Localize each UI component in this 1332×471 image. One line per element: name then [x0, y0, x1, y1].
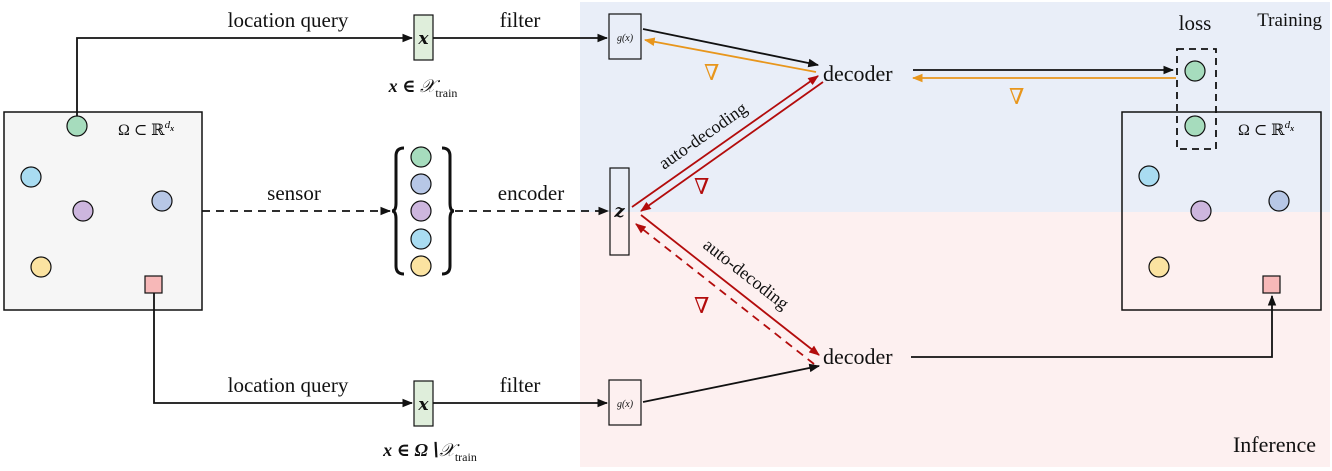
predicted-query-square: [1262, 275, 1281, 294]
z-box: [609, 167, 630, 256]
x-train-set-label: x ∈ 𝒳train: [388, 76, 458, 100]
gradient-to-g-arrow: [643, 37, 817, 73]
sensor-point-purple: [410, 200, 432, 222]
g-label-top: g(x): [617, 33, 634, 44]
auto-decoding-arrow-up: [631, 75, 819, 208]
x-symbol-top: x: [417, 29, 429, 49]
nabla-orange-2: ∇: [1009, 84, 1024, 109]
point-cyan: [20, 166, 42, 188]
point-blue: [151, 190, 173, 212]
point-yellow: [1148, 256, 1170, 278]
x-test-set-label: x ∈ Ω∖𝒳train: [382, 440, 477, 464]
nabla-orange-1: ∇: [704, 60, 719, 85]
inference-region: [580, 212, 1330, 467]
left-brace: [391, 146, 405, 276]
right-brace: [441, 146, 455, 276]
point-cyan: [1138, 165, 1160, 187]
g-label-bottom: g(x): [617, 399, 634, 410]
right-domain-label: Ω ⊂ ℝdx: [1238, 119, 1294, 139]
location-query-label-top: location query: [228, 8, 349, 32]
decoder-to-domain-arrow: [911, 294, 1277, 358]
sensor-vector: [391, 146, 455, 277]
g-to-decoder-arrow-bottom: [642, 363, 821, 403]
auto-decoding-gradient-arrow-inference: [635, 223, 815, 365]
nabla-red-1: ∇: [694, 174, 709, 199]
loss-box: [1176, 48, 1217, 150]
point-purple: [1190, 200, 1212, 222]
sensor-point-cyan: [410, 228, 432, 250]
sensor-point-yellow: [410, 255, 432, 277]
g-box-bottom: [608, 379, 642, 426]
sensor-point-blue: [410, 173, 432, 195]
g-box-top: [608, 13, 642, 60]
decoder-label-bottom: decoder: [823, 344, 893, 369]
sensor-point-green: [410, 146, 432, 168]
left-domain-label: Ω ⊂ ℝdx: [118, 119, 174, 139]
filter-label-top: filter: [500, 8, 541, 32]
left-domain-box: [3, 111, 203, 311]
left-domain: Ω ⊂ ℝdx: [3, 111, 203, 311]
x-symbol-bottom: x: [417, 395, 429, 415]
auto-decoding-gradient-arrow-down: [640, 81, 824, 212]
true-point-green: [1184, 115, 1206, 137]
nabla-red-2: ∇: [694, 293, 709, 318]
point-green: [66, 115, 88, 137]
sensor-label: sensor: [267, 181, 321, 205]
predicted-point-green: [1184, 60, 1206, 82]
point-yellow: [30, 256, 52, 278]
loss-label: loss: [1179, 11, 1212, 35]
encoder-label: encoder: [498, 181, 564, 205]
inference-label: Inference: [1233, 432, 1316, 457]
location-query-label-bottom: location query: [228, 373, 349, 397]
training-label: Training: [1257, 10, 1322, 31]
location-query-arrow-top: [76, 33, 414, 116]
decoder-label-top: decoder: [823, 61, 893, 86]
g-to-decoder-arrow-top: [642, 28, 820, 68]
auto-decoding-arrow-inference: [640, 214, 820, 356]
right-domain: Ω ⊂ ℝdx: [1121, 111, 1322, 311]
z-symbol: z: [613, 201, 625, 222]
point-purple: [72, 200, 94, 222]
location-query-arrow-bottom: [153, 293, 414, 408]
right-domain-box: [1121, 111, 1322, 311]
point-blue: [1268, 190, 1290, 212]
training-region: [580, 2, 1330, 212]
filter-label-bottom: filter: [500, 373, 541, 397]
query-point-square: [144, 275, 163, 294]
